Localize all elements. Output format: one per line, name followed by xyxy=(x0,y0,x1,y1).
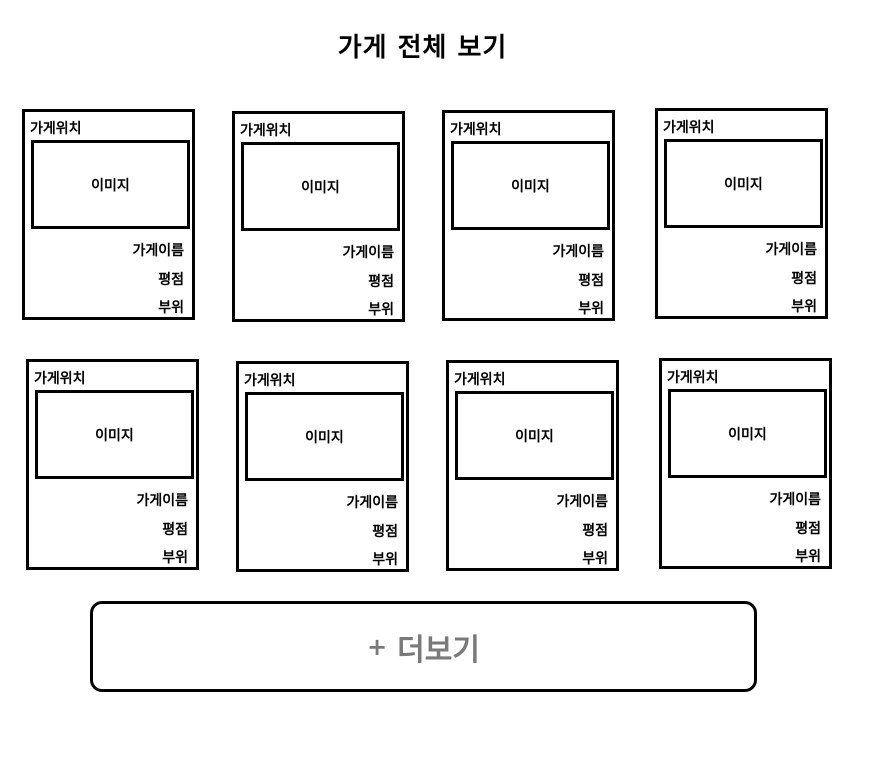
store-rating: 평점 xyxy=(791,271,817,287)
store-name: 가게이름 xyxy=(136,493,188,509)
store-rating: 평점 xyxy=(372,524,398,540)
store-image-placeholder: 이미지 xyxy=(35,390,194,479)
page-title: 가게 전체 보기 xyxy=(337,33,508,63)
store-name: 가게이름 xyxy=(132,243,184,259)
store-rating: 평점 xyxy=(578,273,604,289)
store-part: 부위 xyxy=(578,301,604,317)
store-name: 가게이름 xyxy=(342,245,394,261)
store-part: 부위 xyxy=(582,551,608,567)
store-rating: 평점 xyxy=(162,522,188,538)
store-card[interactable]: 가게위치 이미지 가게이름 평점 부위 xyxy=(655,108,828,319)
store-rating: 평점 xyxy=(582,523,608,539)
store-rating: 평점 xyxy=(795,521,821,537)
store-name: 가게이름 xyxy=(769,492,821,508)
store-part: 부위 xyxy=(368,302,394,318)
store-part: 부위 xyxy=(372,552,398,568)
store-card[interactable]: 가게위치 이미지 가게이름 평점 부위 xyxy=(22,109,195,320)
store-name: 가게이름 xyxy=(765,242,817,258)
store-location: 가게위치 xyxy=(663,120,715,136)
store-card[interactable]: 가게위치 이미지 가게이름 평점 부위 xyxy=(659,358,832,569)
store-card[interactable]: 가게위치 이미지 가게이름 평점 부위 xyxy=(442,110,615,321)
store-name: 가게이름 xyxy=(556,494,608,510)
store-name: 가게이름 xyxy=(552,244,604,260)
store-location: 가게위치 xyxy=(450,122,502,138)
store-card[interactable]: 가게위치 이미지 가게이름 평점 부위 xyxy=(26,359,199,570)
plus-icon: + xyxy=(367,632,388,661)
store-image-placeholder: 이미지 xyxy=(451,141,610,230)
store-image-placeholder: 이미지 xyxy=(241,142,400,231)
store-location: 가게위치 xyxy=(454,372,506,388)
store-rating: 평점 xyxy=(368,274,394,290)
store-image-placeholder: 이미지 xyxy=(31,140,190,229)
store-rating: 평점 xyxy=(158,272,184,288)
store-part: 부위 xyxy=(162,550,188,566)
store-card[interactable]: 가게위치 이미지 가게이름 평점 부위 xyxy=(232,111,405,322)
store-location: 가게위치 xyxy=(34,371,86,387)
store-location: 가게위치 xyxy=(244,373,296,389)
store-part: 부위 xyxy=(791,299,817,315)
store-card[interactable]: 가게위치 이미지 가게이름 평점 부위 xyxy=(236,361,409,572)
store-card[interactable]: 가게위치 이미지 가게이름 평점 부위 xyxy=(446,360,619,571)
store-part: 부위 xyxy=(795,549,821,565)
load-more-label: 더보기 xyxy=(397,632,480,668)
store-image-placeholder: 이미지 xyxy=(668,389,827,478)
load-more-button[interactable]: + 더보기 xyxy=(90,601,757,692)
store-name: 가게이름 xyxy=(346,495,398,511)
store-part: 부위 xyxy=(158,300,184,316)
store-location: 가게위치 xyxy=(240,123,292,139)
store-location: 가게위치 xyxy=(30,121,82,137)
store-image-placeholder: 이미지 xyxy=(664,139,823,228)
store-location: 가게위치 xyxy=(667,370,719,386)
store-image-placeholder: 이미지 xyxy=(455,391,614,480)
store-image-placeholder: 이미지 xyxy=(245,392,404,481)
